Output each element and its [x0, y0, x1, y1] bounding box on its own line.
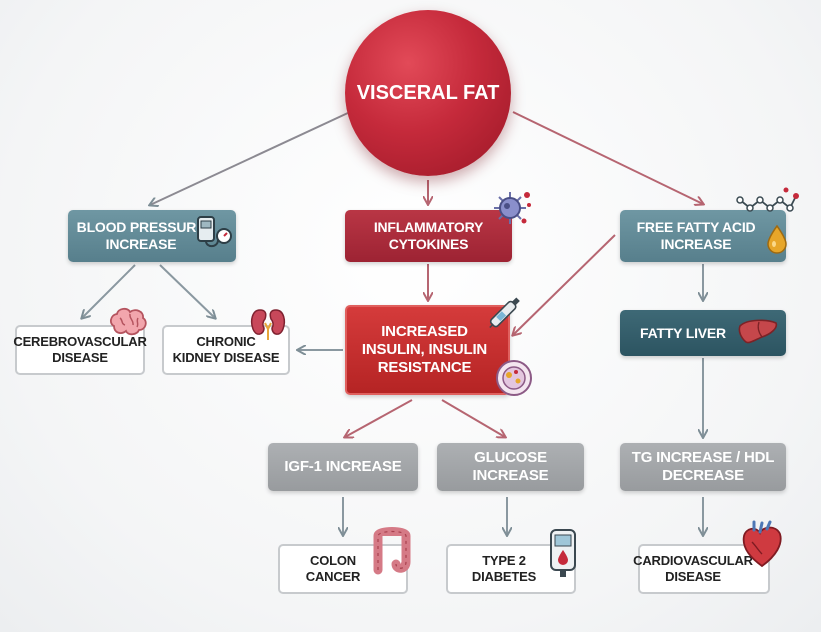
arrow-fat-to-bp	[150, 111, 351, 205]
chronic-kidney-label: CHRONIC KIDNEY DISEASE	[172, 334, 280, 365]
heart-icon	[742, 520, 782, 568]
igf1-label: IGF-1 INCREASE	[284, 458, 402, 475]
inflammatory-cytokines-label: INFLAMMATORY CYTOKINES	[373, 219, 484, 252]
colon-cancer-node: COLON CANCER	[278, 544, 408, 594]
inflammatory-cytokines-node: INFLAMMATORY CYTOKINES	[345, 210, 512, 262]
tg-hdl-label: TG INCREASE / HDL DECREASE	[631, 449, 775, 484]
kidneys-icon	[250, 309, 286, 340]
glucose-node: GLUCOSE INCREASE	[437, 443, 584, 491]
arrow-insulin-to-igf1	[345, 399, 413, 437]
blood-pressure-monitor-icon	[197, 216, 232, 248]
liver-icon	[738, 319, 778, 344]
type2-diabetes-label: TYPE 2 DIABETES	[471, 553, 537, 584]
brain-icon	[110, 307, 147, 336]
tg-hdl-node: TG INCREASE / HDL DECREASE	[620, 443, 786, 491]
arrow-insulin-to-glucose	[441, 399, 505, 437]
blood-pressure-label: BLOOD PRESSURE INCREASE	[76, 219, 206, 252]
cerebrovascular-node: CEREBROVASCULAR DISEASE	[13, 325, 147, 375]
insulin-resistance-node: INCREASED INSULIN, INSULIN RESISTANCE	[345, 305, 510, 395]
oil-drop-icon	[767, 224, 787, 254]
glucose-label: GLUCOSE INCREASE	[472, 449, 549, 484]
cardiovascular-label: CARDIOVASCULAR DISEASE	[633, 553, 753, 584]
fatty-liver-label: FATTY LIVER	[640, 324, 726, 341]
molecule-chain-icon	[736, 187, 799, 212]
virus-cell-icon	[494, 192, 531, 224]
glucometer-icon	[550, 529, 576, 577]
arrow-ffa-to-insulin	[513, 234, 616, 335]
arrow-fat-to-ffa	[512, 111, 703, 204]
arrow-bp-to-kidney	[159, 264, 215, 318]
igf1-node: IGF-1 INCREASE	[268, 443, 418, 491]
fat-cell-icon	[496, 360, 532, 396]
colon-icon	[373, 527, 411, 575]
visceral-fat-node: VISCERAL FAT	[345, 10, 511, 176]
insulin-pen-icon	[489, 297, 520, 329]
fatty-liver-node: FATTY LIVER	[620, 310, 786, 356]
arrow-bp-to-cerebro	[82, 264, 136, 318]
colon-cancer-label: COLON CANCER	[305, 553, 361, 584]
free-fatty-acid-node: FREE FATTY ACID INCREASE	[620, 210, 786, 262]
free-fatty-acid-label: FREE FATTY ACID INCREASE	[636, 219, 756, 252]
cerebrovascular-label: CEREBROVASCULAR DISEASE	[13, 334, 147, 365]
insulin-resistance-label: INCREASED INSULIN, INSULIN RESISTANCE	[361, 323, 488, 376]
